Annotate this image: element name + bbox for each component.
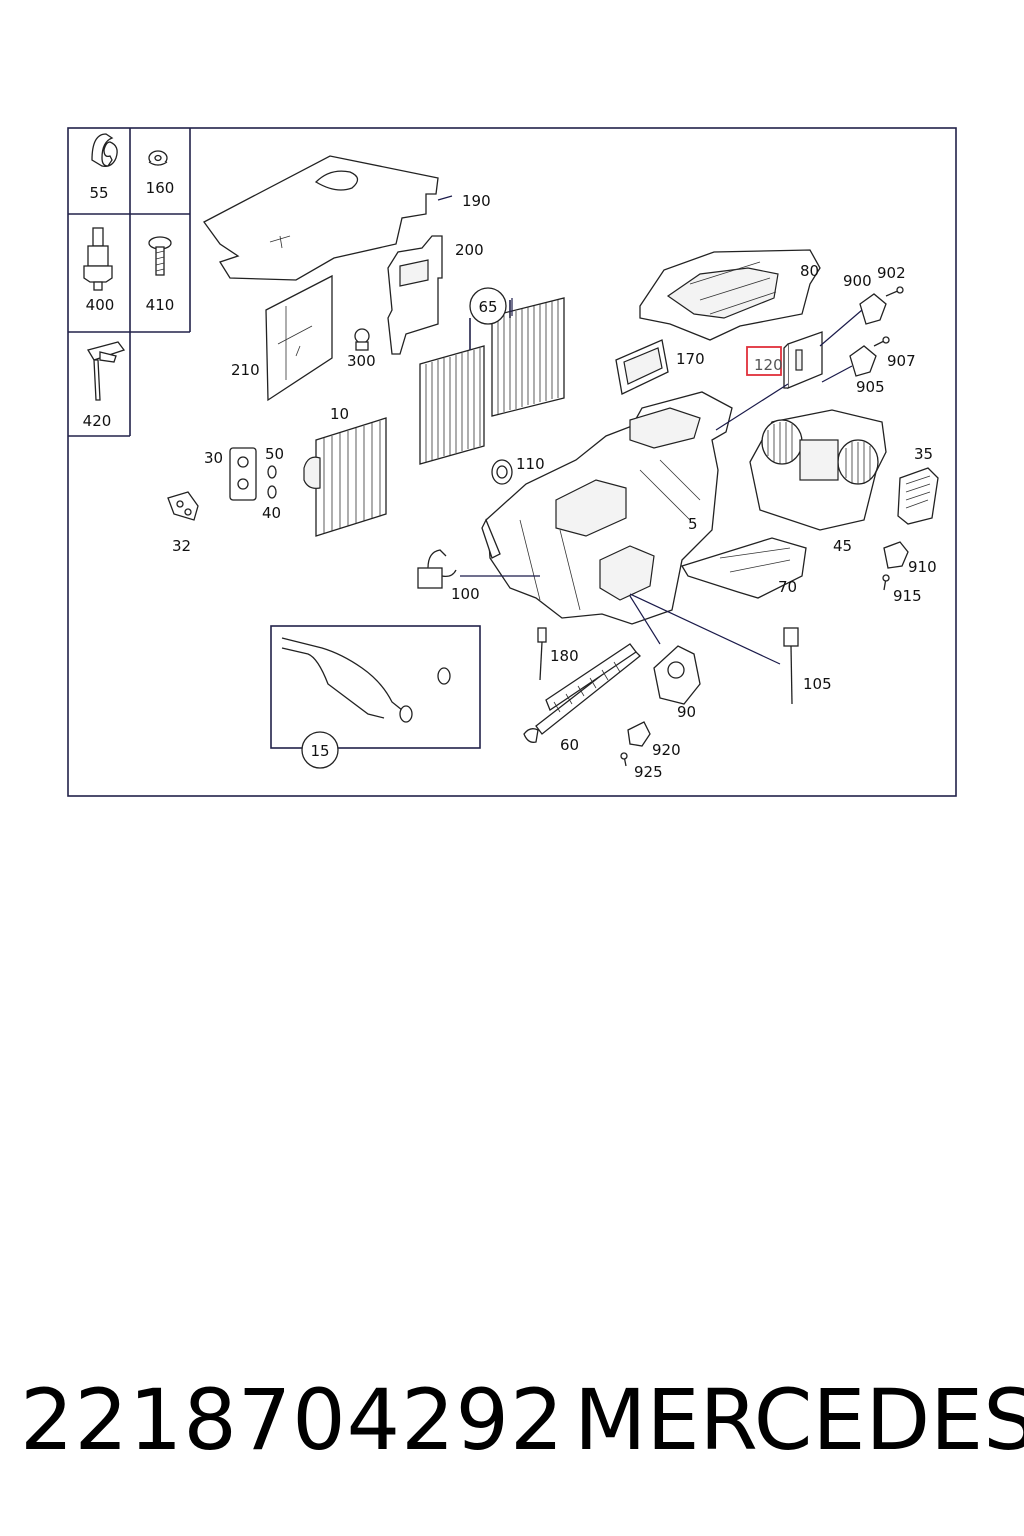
part-90-actuator-motor [653, 645, 701, 705]
callout-circle-65 [469, 287, 507, 325]
part-110-actuator-cap [491, 459, 513, 485]
callout-160: 160 [146, 179, 175, 197]
callout-905: 905 [856, 378, 885, 396]
part-15-hose-set [270, 625, 481, 769]
part-920-sensor [627, 721, 651, 747]
footer: 2218704292 MERCEDES [0, 1370, 1024, 1470]
callout-35: 35 [914, 445, 933, 463]
part-100-wiring-connector [417, 549, 457, 589]
part-80-air-distribution-housing [639, 249, 821, 341]
callout-30: 30 [204, 449, 223, 467]
evaporator-fins [323, 421, 381, 533]
part-900-sensor [859, 293, 887, 325]
part-210-panel [265, 274, 333, 402]
part-420-bracket [86, 341, 126, 401]
part-60-heater-core [523, 643, 641, 743]
part-300-clip [354, 328, 370, 351]
callout-925: 925 [634, 763, 663, 781]
part-55-clip [91, 133, 118, 167]
part-105-sensor [783, 627, 799, 705]
callout-55: 55 [89, 184, 108, 202]
callout-100: 100 [451, 585, 480, 603]
part-160-nut [148, 150, 168, 166]
part-400-pin [83, 227, 113, 291]
callout-920: 920 [652, 741, 681, 759]
callout-210: 210 [231, 361, 260, 379]
callout-15: 15 [310, 742, 329, 760]
callout-420: 420 [83, 412, 112, 430]
part-35-blower-regulator [897, 467, 939, 525]
part-50-o-ring [267, 465, 277, 479]
callout-labels: 55 160 400 410 420 190 200 65 210 300 80… [83, 179, 937, 781]
small-parts-inset [68, 128, 191, 437]
part-905-sensor [849, 345, 877, 377]
part-190-insulation-sheet [203, 155, 439, 281]
callout-915: 915 [893, 587, 922, 605]
highlight-box-120 [746, 346, 782, 376]
part-number: 2218704292 [20, 1371, 565, 1469]
part-70-air-duct [681, 537, 807, 599]
callout-10: 10 [330, 405, 349, 423]
callout-40: 40 [262, 504, 281, 522]
blower-wheel-blades [767, 422, 871, 484]
part-5-hvac-housing [481, 391, 733, 625]
callout-900: 900 [843, 272, 872, 290]
callout-80: 80 [800, 262, 819, 280]
part-200-gasket [387, 235, 443, 355]
part-32-plate [167, 491, 199, 521]
callout-180: 180 [550, 647, 579, 665]
parts-diagram: 55 160 400 410 420 190 200 65 210 300 80… [67, 127, 957, 797]
callout-200: 200 [455, 241, 484, 259]
callout-410: 410 [146, 296, 175, 314]
callout-300: 300 [347, 352, 376, 370]
callout-90: 90 [677, 703, 696, 721]
diagram-frame [67, 127, 957, 797]
callout-400: 400 [86, 296, 115, 314]
callout-190: 190 [462, 192, 491, 210]
callout-65: 65 [478, 298, 497, 316]
callout-70: 70 [778, 578, 797, 596]
part-170-seal [615, 339, 669, 395]
part-915-screw [882, 574, 890, 591]
leader-lines [437, 195, 863, 665]
callout-110: 110 [516, 455, 545, 473]
callout-170: 170 [676, 350, 705, 368]
part-10-evaporator [303, 417, 387, 537]
callout-45: 45 [833, 537, 852, 555]
filter-pleats [425, 300, 559, 462]
part-40-o-ring [267, 485, 277, 499]
part-925-screw [620, 752, 628, 767]
part-910-sensor [883, 541, 909, 569]
part-902-screw [885, 286, 904, 297]
callout-910: 910 [908, 558, 937, 576]
brand-name: MERCEDES [574, 1371, 1024, 1469]
callout-105: 105 [803, 675, 832, 693]
heater-core-fins [553, 661, 621, 713]
part-180-temp-sensor [537, 627, 547, 681]
callout-907: 907 [887, 352, 916, 370]
callout-5: 5 [688, 515, 698, 533]
callout-32: 32 [172, 537, 191, 555]
part-45-blower-assembly [749, 409, 887, 531]
part-120-control-module [783, 331, 823, 389]
callout-50: 50 [265, 445, 284, 463]
part-410-screw [148, 236, 172, 276]
part-30-expansion-valve [229, 447, 257, 501]
part-907-screw [873, 336, 890, 347]
callout-60: 60 [560, 736, 579, 754]
callout-902: 902 [877, 264, 906, 282]
callout-120: 120 [754, 356, 783, 374]
